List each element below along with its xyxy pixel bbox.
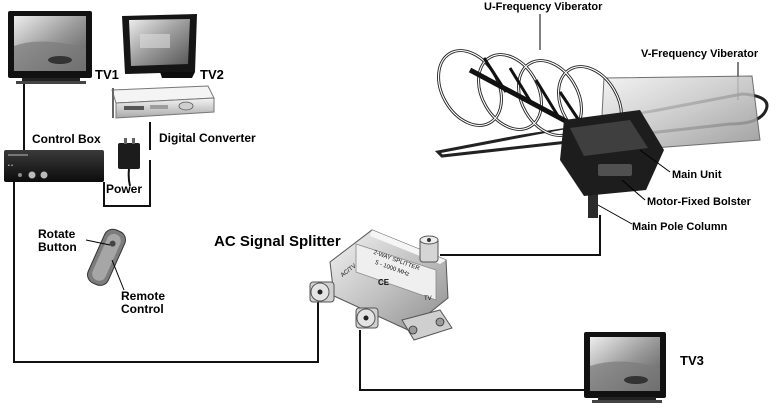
label-rotate-button: Rotate Button	[38, 227, 77, 255]
cable-splitter-to-tv3	[359, 330, 592, 391]
remote-control-device	[87, 228, 126, 286]
digital-converter-device	[111, 85, 215, 119]
label-digital-converter: Digital Converter	[159, 131, 256, 145]
tv1-device	[8, 11, 92, 84]
cable-power	[103, 160, 151, 207]
control-box-marking: • •	[8, 163, 13, 169]
leader-main-pole	[597, 204, 633, 225]
label-ac-signal-splitter: AC Signal Splitter	[214, 233, 341, 250]
tv2-device	[122, 14, 197, 78]
splitter-print-ce: CE	[378, 278, 390, 287]
ac-signal-splitter-device	[309, 229, 453, 341]
label-power: Power	[106, 182, 143, 196]
control-box-device	[4, 150, 104, 182]
label-main-pole-column: Main Pole Column	[632, 221, 728, 233]
cable-control-box-to-splitter	[13, 182, 319, 363]
label-control-box: Control Box	[32, 132, 101, 146]
cable-splitter-to-antenna	[440, 215, 601, 256]
label-u-frequency-vibrator: U-Frequency Viberator	[484, 1, 603, 13]
label-remote-control: Remote Control	[121, 289, 166, 317]
label-v-frequency-vibrator: V-Frequency Viberator	[641, 48, 759, 60]
leader-rotate-button	[85, 239, 111, 246]
label-motor-fixed-bolster: Motor-Fixed Bolster	[647, 196, 751, 208]
leader-main-unit	[639, 149, 671, 173]
cables	[13, 84, 601, 391]
leader-remote-control	[111, 259, 125, 291]
leader-motor-bolster	[621, 179, 646, 201]
antenna-device	[434, 14, 769, 225]
splitter-print-tv: TV	[424, 296, 432, 302]
label-main-unit: Main Unit	[672, 169, 722, 181]
label-tv2: TV2	[200, 67, 224, 82]
label-tv3: TV3	[680, 353, 704, 368]
power-adapter-device	[118, 138, 140, 187]
tv3-device	[584, 332, 666, 403]
label-tv1: TV1	[95, 67, 119, 82]
